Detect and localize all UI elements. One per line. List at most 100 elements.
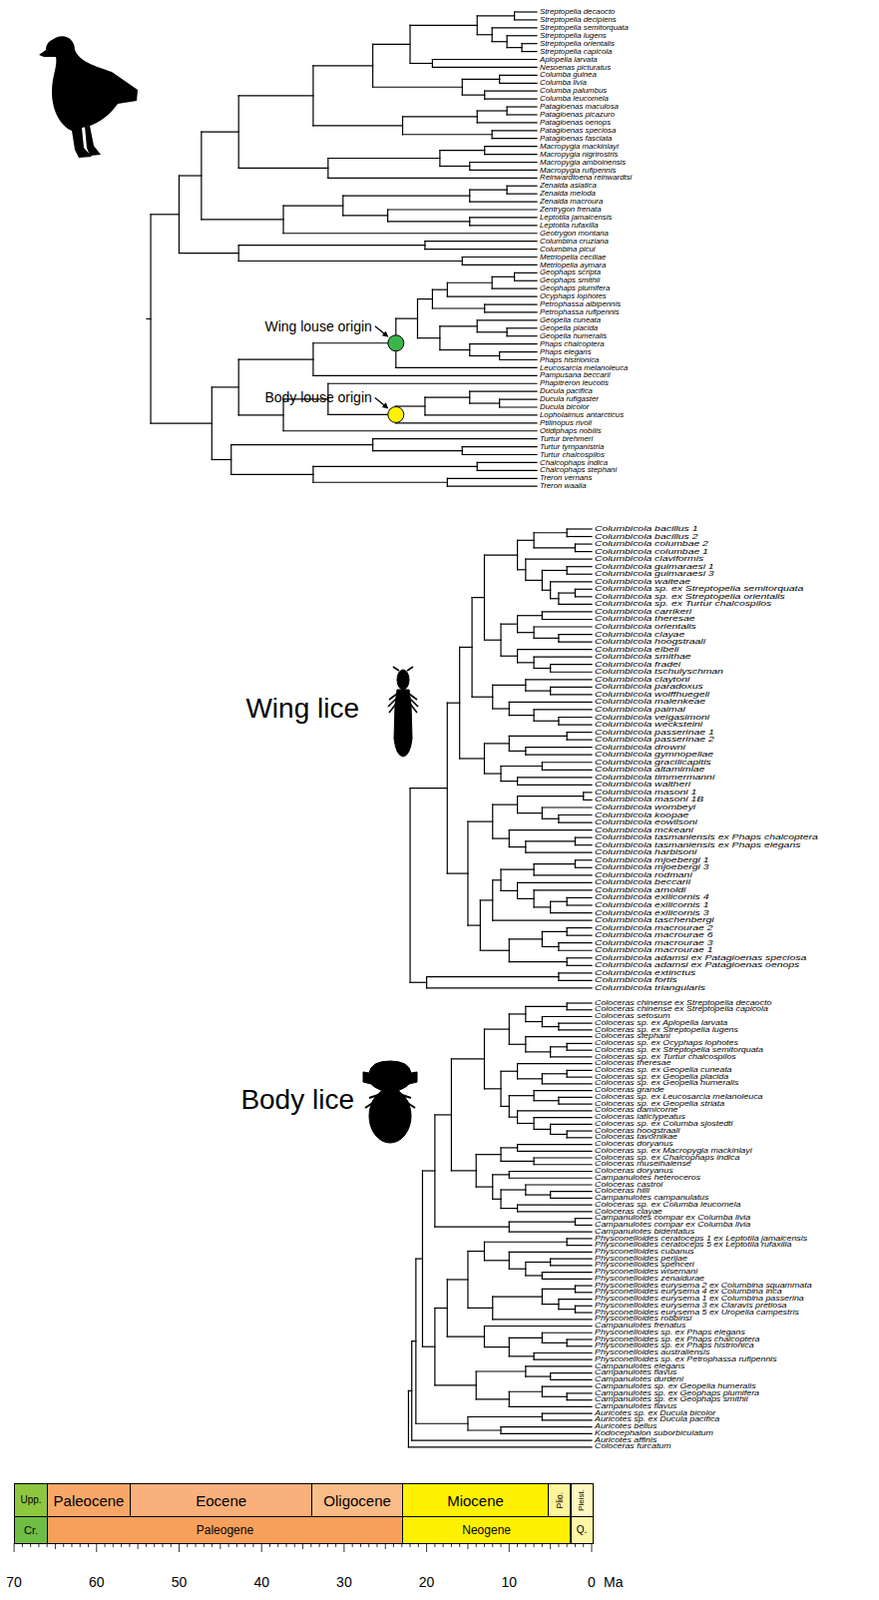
louse-head [397, 669, 410, 690]
tree-branch [500, 869, 534, 871]
tree-branch [574, 1291, 592, 1293]
tree-branch [541, 1082, 592, 1084]
tree-branch [550, 1133, 568, 1135]
tree-branch [435, 1307, 447, 1309]
tree-branch [541, 1385, 592, 1387]
tree-branch [517, 568, 526, 570]
tree-branch [491, 288, 537, 290]
tree-branch [461, 94, 484, 96]
tree-branch [283, 204, 344, 206]
tip-label: Zentrygon frenata [539, 205, 602, 214]
tree-branch [514, 10, 537, 12]
tree-branch [541, 806, 592, 808]
time-band: Q. [570, 1515, 594, 1544]
tree-branch [328, 414, 397, 416]
tree-branch [541, 1341, 567, 1343]
tip-label: Streptopelia capicola [539, 47, 612, 56]
tree-branch [566, 1244, 592, 1246]
axis-number: 40 [253, 1574, 270, 1589]
tree-branch [450, 1057, 484, 1059]
tree-branch [525, 1020, 543, 1022]
tree-branch [491, 276, 514, 278]
tree-branch [566, 1001, 592, 1003]
tree-branch [313, 124, 404, 126]
tree-branch [492, 1198, 501, 1200]
tip-label: Otidiphaps nobilis [539, 427, 602, 436]
tree-branch [416, 1422, 468, 1424]
tree-branch [566, 739, 592, 741]
tree-branch [412, 1438, 592, 1440]
tree-branch [506, 34, 537, 36]
tree-branch [508, 714, 534, 716]
tip-label: Leucosarcia melanoleuca [539, 364, 628, 373]
time-band: Plio. [547, 1482, 571, 1517]
tree-branch [492, 1318, 592, 1319]
axis-number: 0 [587, 1574, 596, 1589]
tree-branch [231, 473, 314, 475]
tree-branch [425, 397, 470, 399]
tree-branch [558, 716, 592, 718]
tree-branch [461, 453, 537, 455]
tree-branch [541, 1025, 559, 1027]
pigeon-body [38, 35, 138, 158]
pigeon-leg [84, 125, 101, 156]
tree-branch [410, 24, 477, 26]
tree-branch [525, 852, 592, 854]
tip-label: Ducula pacifica [539, 387, 593, 396]
tree-branch [541, 1395, 567, 1397]
tree-branch [517, 812, 543, 814]
tree-branch [566, 1049, 592, 1051]
tree-branch [541, 1288, 575, 1290]
louse-legs [365, 1093, 416, 1108]
band-label: Pleist. [577, 1488, 586, 1511]
band-label: Miocene [446, 1492, 504, 1508]
tree-branch [499, 359, 537, 361]
tree-branch [461, 445, 537, 447]
tree-branch [461, 78, 499, 80]
tree-branch [517, 1109, 592, 1111]
tip-label: Petrophassa rufipennis [539, 308, 620, 317]
tip-label: Chalcophaps indica [539, 458, 608, 467]
time-band: Cr. [13, 1515, 48, 1544]
band-label: Oligocene [323, 1492, 392, 1508]
tree-branch [506, 113, 537, 115]
tree-branch [425, 414, 537, 416]
tree-branch [432, 289, 447, 291]
tree-branch [550, 686, 592, 688]
tree-branch [541, 945, 559, 947]
tree-branch [506, 335, 537, 337]
body-louse-silhouette [363, 1060, 418, 1143]
tree-branch [492, 837, 510, 839]
tree-branch [566, 926, 592, 928]
tree-branch [500, 1070, 518, 1072]
time-band: Paleocene [46, 1482, 131, 1517]
tree-branch [328, 383, 537, 385]
tip-label: Phaps histrionica [539, 356, 599, 365]
tree-branch [479, 949, 509, 951]
tree-branch [476, 121, 537, 123]
callout-arrowhead [382, 331, 390, 338]
tree-branch [508, 1012, 526, 1014]
tree-branch [541, 1271, 592, 1273]
origin-marker [388, 406, 405, 423]
time-band: Oligocene [311, 1482, 403, 1517]
tree-branch [417, 298, 433, 300]
tree-branch [467, 1415, 542, 1417]
tree-branch [508, 1043, 526, 1045]
tree-branch [499, 351, 537, 353]
tree-branch [446, 282, 492, 284]
tree-branch [500, 1425, 592, 1427]
tree-branch [533, 905, 551, 907]
tree-branch [508, 1231, 592, 1233]
tip-label: Streptopelia orientalis [539, 39, 615, 48]
time-band: Neogene [402, 1515, 572, 1544]
band-label: Upp. [19, 1494, 41, 1505]
tree-branch [533, 1089, 592, 1091]
tree-branch [574, 595, 592, 597]
tree-branch [467, 1250, 485, 1252]
tip-label: Geopelia humeralis [539, 332, 607, 341]
tree-branch [558, 1298, 592, 1300]
tree-branch [506, 193, 537, 195]
tree-branch [491, 137, 537, 139]
